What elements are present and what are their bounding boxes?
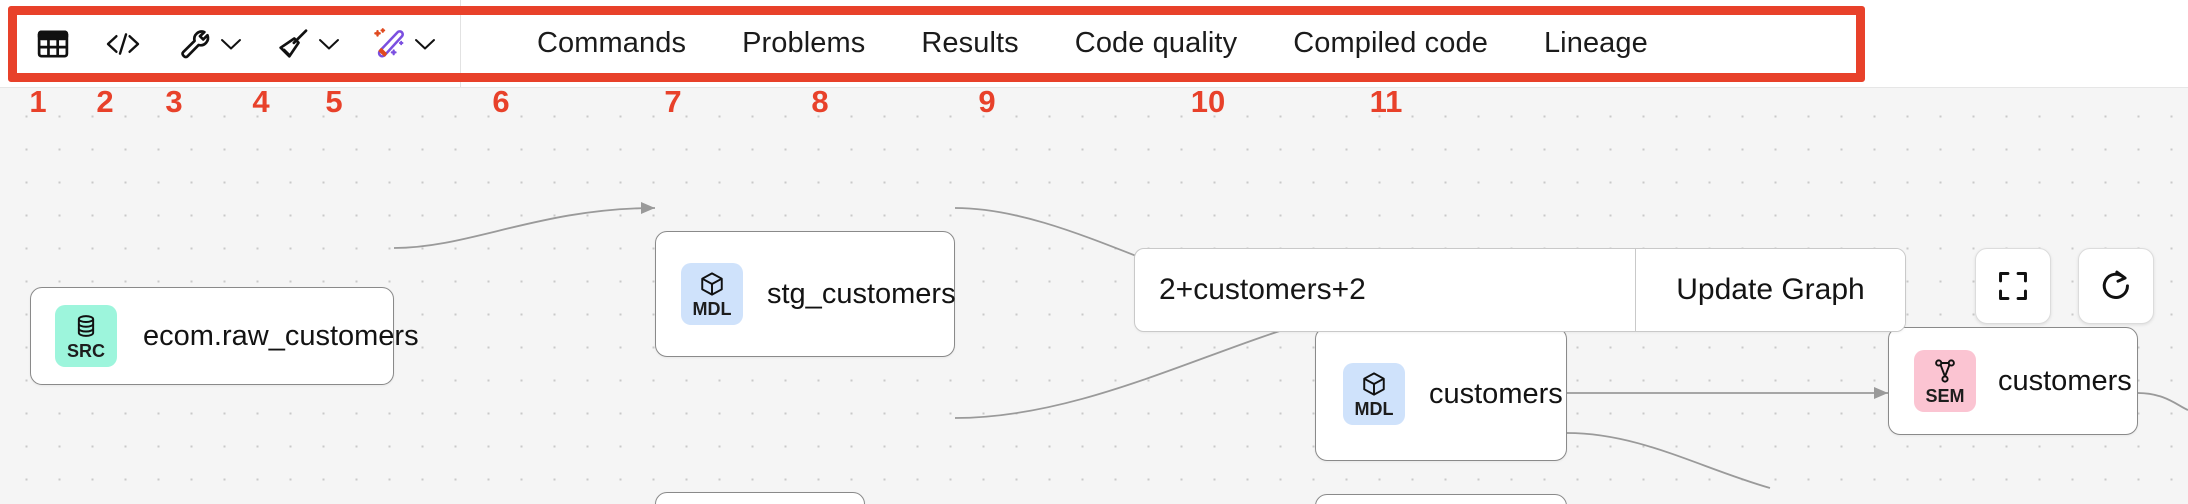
graph-node-partial-below-right[interactable] [1315, 494, 1567, 504]
node-label: stg_customers [767, 277, 956, 310]
annotation-number-11: 11 [1369, 88, 1403, 119]
toolbar-icon-group [0, 0, 461, 87]
node-type-badge-sem: SEM [1914, 350, 1976, 412]
badge-label: MDL [692, 298, 732, 319]
update-graph-button[interactable]: Update Graph [1635, 249, 1905, 331]
annotation-number-4: 4 [252, 88, 270, 119]
badge-label: SEM [1925, 385, 1965, 406]
graph-selector-bar: Update Graph [1134, 248, 1906, 332]
tab-results[interactable]: Results [921, 27, 1019, 59]
annotation-number-8: 8 [811, 88, 829, 119]
node-label: customers [1998, 364, 2132, 397]
magic-wand-icon[interactable] [366, 21, 412, 67]
graph-node-stg-customers[interactable]: MDL stg_customers [655, 231, 956, 357]
node-type-badge-mdl: MDL [1343, 363, 1405, 425]
annotation-number-1: 1 [29, 88, 47, 119]
panel-tabs: Commands Problems Results Code quality C… [461, 0, 1676, 87]
lineage-canvas[interactable]: 1 2 3 4 5 6 7 8 9 10 11 SRC ecom.raw_cus… [0, 88, 2188, 504]
annotation-number-10: 10 [1190, 88, 1226, 119]
fit-screen-button[interactable] [1975, 248, 2051, 324]
graph-selector-input[interactable] [1135, 249, 1635, 331]
table-icon[interactable] [30, 21, 76, 67]
tab-lineage[interactable]: Lineage [1543, 27, 1648, 59]
node-type-badge-mdl: MDL [681, 263, 743, 325]
graph-node-customers-semantic[interactable]: SEM customers [1888, 327, 2138, 435]
annotation-number-2: 2 [96, 88, 114, 119]
editor-toolbar: Commands Problems Results Code quality C… [0, 0, 2188, 88]
tab-code-quality[interactable]: Code quality [1074, 27, 1238, 59]
refresh-button[interactable] [2078, 248, 2154, 324]
chevron-down-icon[interactable] [408, 22, 442, 66]
tab-problems[interactable]: Problems [742, 27, 866, 59]
node-label: customers [1429, 377, 1563, 410]
format-menu[interactable] [270, 21, 346, 67]
wrench-icon[interactable] [172, 21, 218, 67]
graph-node-customers[interactable]: MDL customers [1315, 327, 1567, 461]
annotation-number-5: 5 [325, 88, 343, 119]
graph-node-raw-customers[interactable]: SRC ecom.raw_customers [30, 287, 419, 385]
annotation-number-3: 3 [165, 88, 183, 119]
node-type-badge-src: SRC [55, 305, 117, 367]
annotation-number-6: 6 [492, 88, 510, 119]
chevron-down-icon[interactable] [312, 22, 346, 66]
tab-commands[interactable]: Commands [537, 27, 687, 59]
broom-icon[interactable] [270, 21, 316, 67]
ai-assist-menu[interactable] [366, 21, 442, 67]
graph-node-partial-below-left[interactable] [655, 492, 865, 504]
annotation-number-7: 7 [664, 88, 682, 119]
node-label: ecom.raw_customers [143, 319, 419, 352]
badge-label: MDL [1354, 398, 1394, 419]
code-icon[interactable] [100, 21, 146, 67]
tab-compiled-code[interactable]: Compiled code [1293, 27, 1488, 59]
fix-menu[interactable] [172, 21, 248, 67]
chevron-down-icon[interactable] [214, 22, 248, 66]
annotation-number-9: 9 [978, 88, 996, 119]
badge-label: SRC [66, 340, 105, 361]
